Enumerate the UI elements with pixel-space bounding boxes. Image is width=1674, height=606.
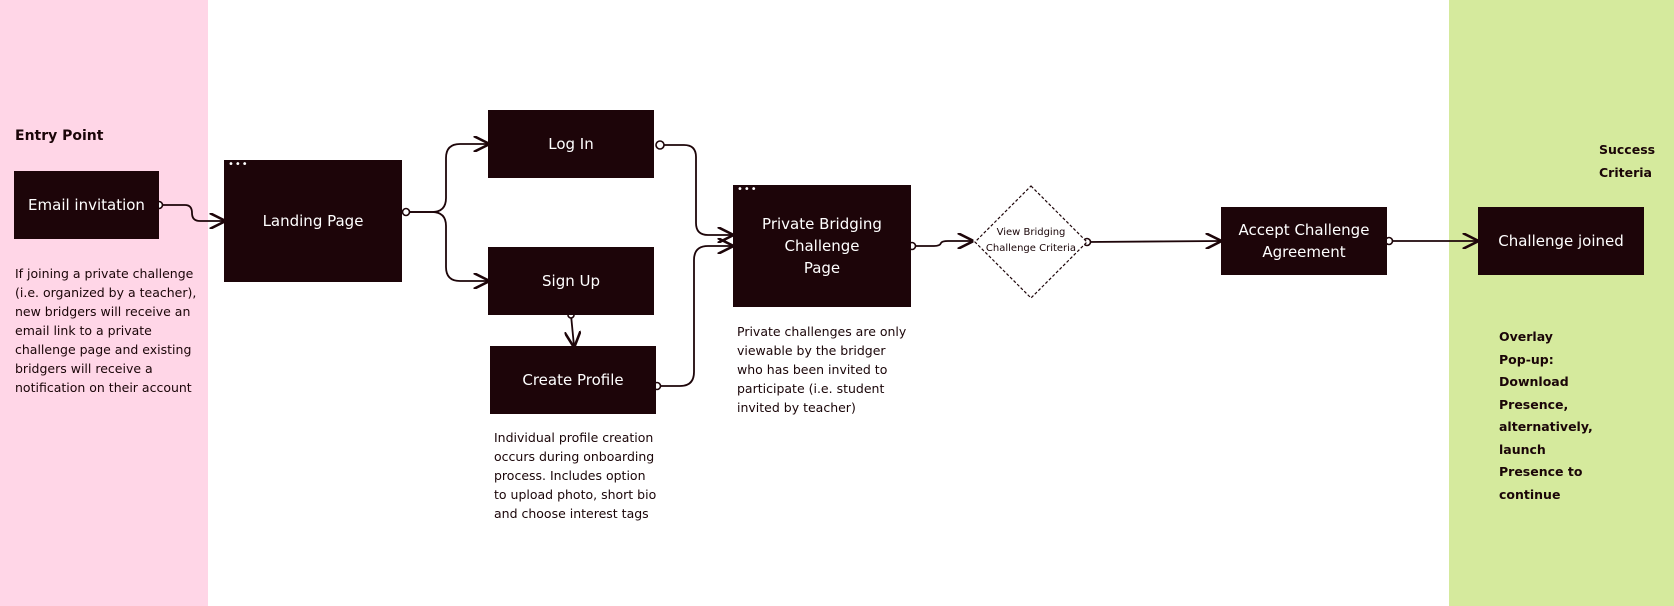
entry-point-lane [0, 0, 208, 606]
page-marker-icon: ••• [737, 184, 758, 195]
connector-criteria-accept [1086, 241, 1220, 242]
challenge-joined-node: Challenge joined [1478, 207, 1644, 275]
private-challenge-note: Private challenges are only viewable by … [737, 324, 907, 415]
create-profile-node: Create Profile [490, 346, 656, 414]
landing-page-label: Landing Page [262, 212, 364, 230]
email-invitation-node: Email invitation [14, 171, 159, 239]
connector-profile-private [657, 246, 732, 387]
success-criteria-lane [1449, 0, 1674, 606]
page-marker-icon: ••• [228, 159, 249, 170]
connector-login-private [660, 144, 732, 235]
success-criteria-title: Success Criteria [1599, 142, 1656, 180]
view-criteria-label: View Bridging Challenge Criteria [985, 227, 1077, 254]
entry-note: If joining a private challenge (i.e. org… [15, 266, 197, 395]
connector-private-criteria [912, 241, 972, 246]
connector-email-landing [159, 204, 224, 221]
sign-up-node: Sign Up [488, 247, 654, 315]
log-in-node: Log In [488, 110, 654, 178]
private-challenge-page-label: Private Bridging Challenge Page [762, 215, 882, 277]
connector-landing-login [406, 144, 488, 213]
decision-diamond [974, 185, 1088, 299]
accept-agreement-node: Accept Challenge Agreement [1221, 207, 1387, 275]
entry-point-title: Entry Point [15, 128, 104, 144]
success-note: Overlay Pop-up: Download Presence, alter… [1499, 329, 1593, 502]
connector-landing-signup [406, 211, 488, 281]
profile-note: Individual profile creation occurs durin… [494, 430, 657, 521]
private-challenge-page-node: ••• Private Bridging Challenge Page [733, 185, 911, 307]
connector-signup-profile [571, 314, 574, 346]
landing-page-node: ••• Landing Page [224, 160, 402, 282]
